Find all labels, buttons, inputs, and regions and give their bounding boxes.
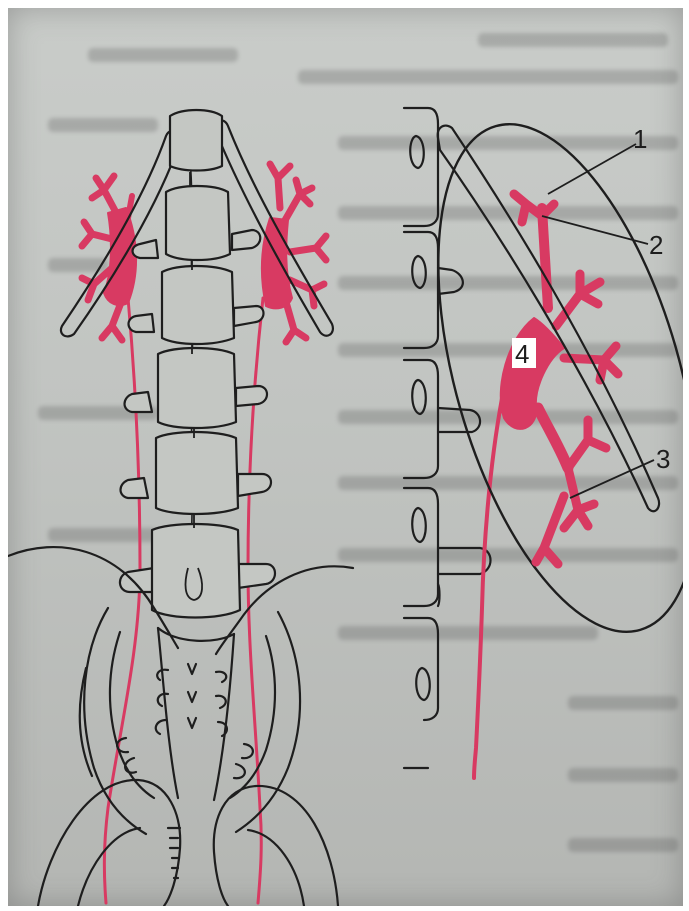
book-page-photo: 1 2 3 4 bbox=[8, 8, 683, 906]
label-3: 3 bbox=[656, 444, 670, 474]
detail-vertebra-outlines bbox=[404, 108, 491, 768]
spine-overview bbox=[8, 110, 353, 906]
right-kidney-calyces bbox=[262, 164, 326, 342]
left-kidney-calyces bbox=[82, 176, 136, 340]
label-2: 2 bbox=[649, 230, 663, 260]
label-1: 1 bbox=[633, 124, 647, 154]
detail-rib bbox=[438, 126, 659, 512]
urinary-tract-diagram: 1 2 3 4 bbox=[8, 8, 683, 906]
kidney-detail: 1 2 3 4 bbox=[388, 95, 683, 778]
vertebral-column bbox=[120, 110, 275, 618]
detail-ureter bbox=[474, 388, 504, 778]
label-4: 4 bbox=[515, 339, 529, 369]
